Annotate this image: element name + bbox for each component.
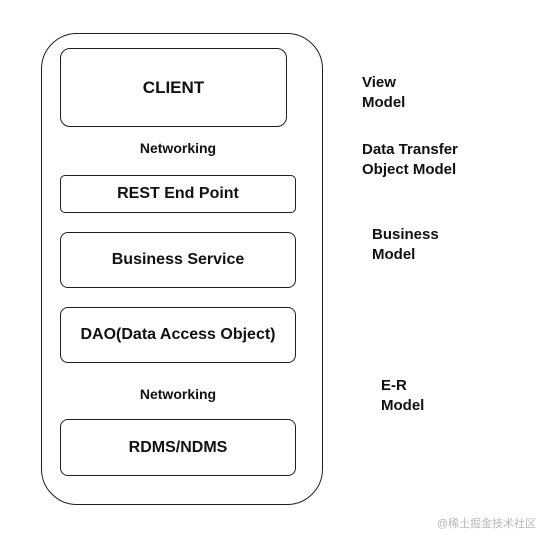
business-service-layer-box: Business Service xyxy=(60,232,296,288)
rest-endpoint-layer-box: REST End Point xyxy=(60,175,296,213)
dao-layer-box: DAO(Data Access Object) xyxy=(60,307,296,363)
er-model-label: E-R Model xyxy=(381,377,425,414)
architecture-container xyxy=(41,33,323,505)
rdms-layer-label: RDMS/NDMS xyxy=(128,438,228,456)
watermark-text: @稀土掘金技术社区 xyxy=(436,518,536,530)
rest-endpoint-layer-label: REST End Point xyxy=(117,185,239,202)
view-model-label: View Model xyxy=(362,74,406,111)
business-model-label: Business Model xyxy=(372,226,439,263)
dto-model-label: Data Transfer Object Model xyxy=(362,141,458,178)
client-layer-label: CLIENT xyxy=(142,77,205,97)
rdms-layer-box: RDMS/NDMS xyxy=(60,419,296,476)
client-layer-box: CLIENT xyxy=(60,48,287,127)
business-service-layer-label: Business Service xyxy=(111,251,245,268)
networking-label-upper: Networking xyxy=(139,140,217,156)
networking-label-lower: Networking xyxy=(139,386,217,402)
dao-layer-label: DAO(Data Access Object) xyxy=(80,326,276,343)
